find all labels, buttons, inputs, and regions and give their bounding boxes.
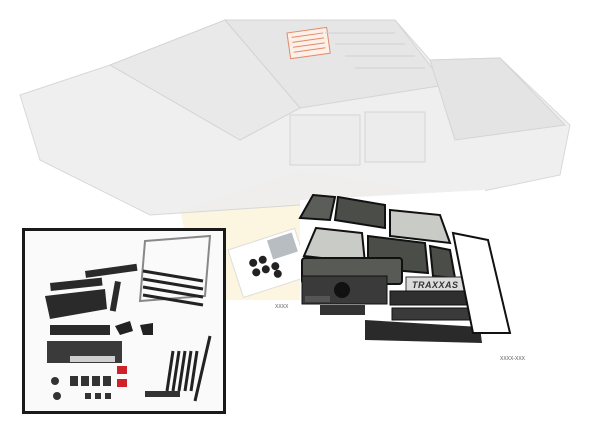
- brand-logo: TRAXXAS: [412, 280, 459, 290]
- tail-light-right: [117, 379, 127, 387]
- decal-part-number: XXXX-XXX: [500, 356, 526, 362]
- roof-rack: [138, 234, 212, 303]
- accessory-parts-inset: [22, 228, 226, 414]
- tail-light-left: [117, 366, 127, 374]
- small-sheet-label: XXXX: [275, 304, 289, 310]
- mirrors: [115, 321, 153, 335]
- clear-body-shell: [19, 19, 571, 216]
- accessory-parts-illustration: [45, 234, 212, 402]
- main-decal-sheet: TRAXXAS XXXX-XXX: [298, 190, 526, 362]
- rods: [165, 335, 212, 402]
- small-parts: [51, 376, 180, 400]
- small-decal-sheet: [227, 227, 311, 299]
- rack-slats: [142, 269, 204, 307]
- roof-warning-label: [286, 26, 331, 60]
- bumpers: [45, 263, 138, 363]
- roof-ridges: [325, 32, 425, 69]
- grille-chrome: [70, 356, 115, 362]
